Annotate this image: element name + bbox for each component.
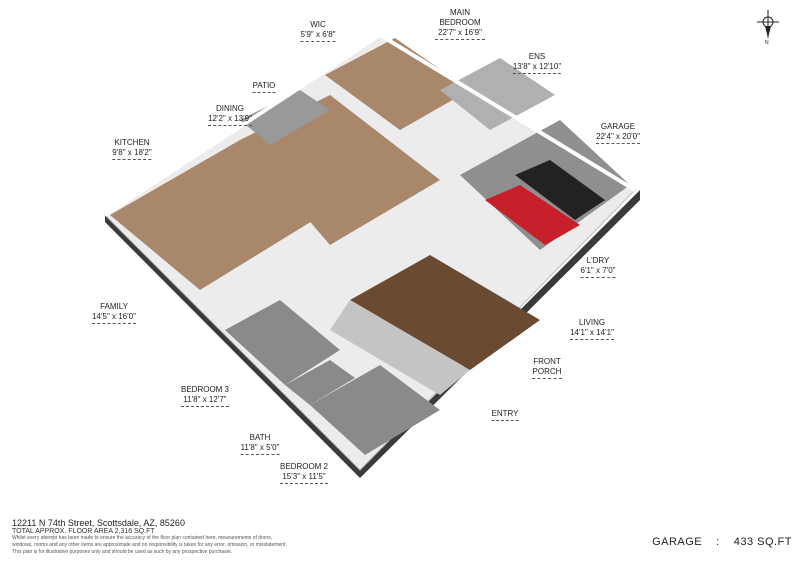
car-red <box>485 185 580 245</box>
summary-value: 433 SQ.FT <box>733 536 792 548</box>
disclaimer-line: This plan is for illustrative purposes o… <box>12 549 233 555</box>
floor-living <box>350 255 540 370</box>
disclaimer-line: Whilst every attempt has been made to en… <box>12 535 273 541</box>
car-black <box>515 160 605 220</box>
total-floor-area: TOTAL APPROX. FLOOR AREA 2,316 SQ.FT <box>12 528 155 535</box>
floor-ens <box>440 58 555 130</box>
north-label: N <box>765 40 769 46</box>
summary-label: GARAGE <box>652 536 703 548</box>
room-label-front-porch: FRONT PORCH <box>532 357 562 379</box>
footer: 12211 N 74th Street, Scottsdale, AZ, 852… <box>12 518 352 556</box>
room-label-entry: ENTRY <box>491 409 519 421</box>
floor-front-porch <box>330 300 470 395</box>
floor-bath <box>285 360 355 405</box>
floor-patio <box>240 90 330 145</box>
exterior-wall <box>103 32 637 217</box>
room-label-patio: PATIO <box>252 81 276 93</box>
north-arrow-icon <box>757 10 779 38</box>
floor-main-bedroom <box>325 38 470 130</box>
floor-bedroom-3 <box>225 300 340 385</box>
garage-area-summary: GARAGE: 433 SQ.FT <box>638 536 792 548</box>
summary-separator: : <box>716 536 720 548</box>
floor-bedroom-2 <box>310 365 440 455</box>
disclaimer-line: windows, rooms and any other items are a… <box>12 542 287 548</box>
property-address: 12211 N 74th Street, Scottsdale, AZ, 852… <box>12 518 185 528</box>
